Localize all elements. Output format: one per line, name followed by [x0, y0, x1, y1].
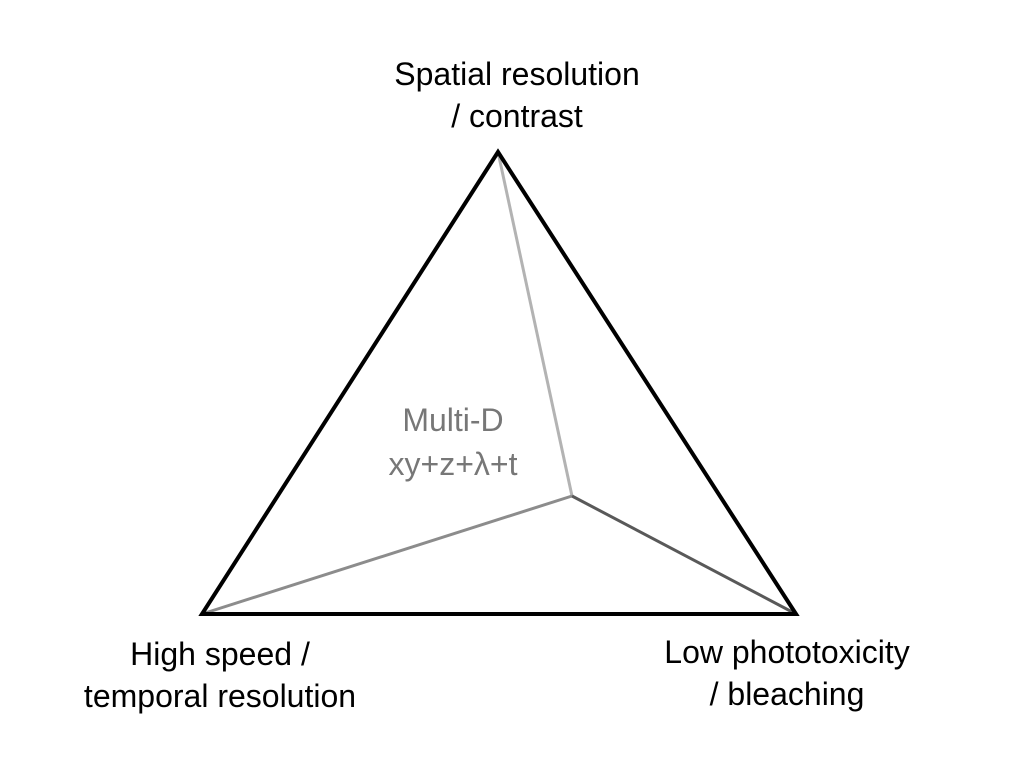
vertex-label-high-speed: High speed / temporal resolution: [20, 633, 420, 717]
inner-edge-to-bottom-right: [571, 494, 797, 616]
vertex-label-line: Spatial resolution: [394, 56, 640, 92]
vertex-label-line: High speed /: [130, 636, 310, 672]
outer-triangle: [198, 148, 800, 616]
vertex-label-line: / contrast: [451, 98, 583, 134]
center-label-line: Multi-D: [402, 402, 504, 438]
vertex-label-line: Low phototoxicity: [664, 634, 910, 670]
center-label-multi-d: Multi-D xy+z+λ+t: [340, 398, 566, 486]
inner-edge-to-bottom-left: [201, 494, 573, 616]
vertex-label-line: temporal resolution: [83, 678, 357, 714]
vertex-label-line: / bleaching: [709, 676, 865, 712]
inner-edge-to-top: [496, 151, 574, 497]
vertex-label-low-phototoxicity: Low phototoxicity / bleaching: [600, 631, 974, 715]
vertex-label-spatial-resolution: Spatial resolution / contrast: [312, 53, 722, 137]
center-label-line: xy+z+λ+t: [388, 446, 518, 482]
